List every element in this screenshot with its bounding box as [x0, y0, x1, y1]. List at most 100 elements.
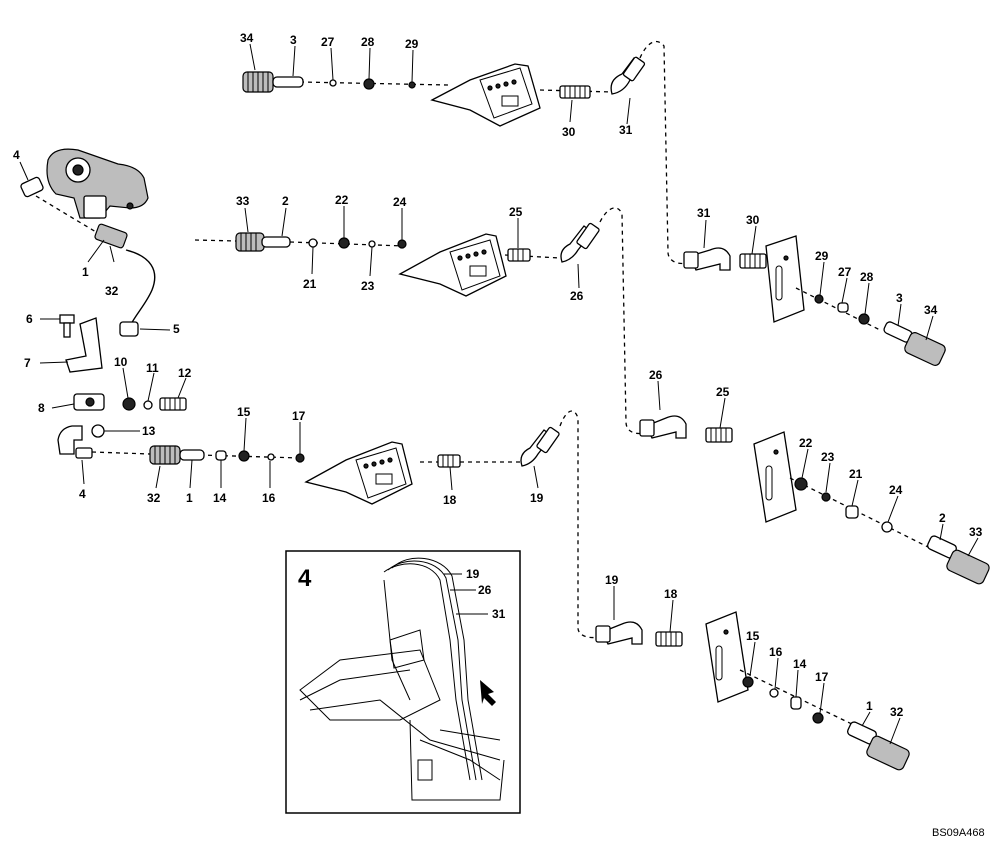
inset-label-26: 26	[478, 583, 492, 597]
pin-2	[261, 236, 291, 248]
elbow-fitting-4-bottom	[57, 425, 93, 459]
callout-3-right: 3	[896, 291, 903, 305]
assembly-right-lower	[595, 611, 910, 771]
nut-28-right	[858, 313, 870, 325]
callout-5: 5	[173, 322, 180, 336]
nut-29-right	[814, 294, 824, 304]
callout-3: 3	[290, 33, 297, 47]
callout-23: 23	[361, 279, 375, 293]
drawing-id: BS09A468	[932, 827, 985, 839]
nut-15-right	[742, 676, 754, 688]
inset-view-number: 4	[298, 565, 312, 592]
callout-2: 2	[282, 194, 289, 208]
nut-22-right	[794, 477, 808, 491]
callout-27: 27	[321, 35, 335, 49]
control-valve-body	[46, 148, 149, 219]
spring-32	[149, 445, 181, 465]
fitting-30	[559, 85, 591, 99]
callout-21-right: 21	[849, 467, 863, 481]
mounting-plate-lower	[705, 611, 749, 703]
callout-34-right: 34	[924, 303, 938, 317]
inset-label-19: 19	[466, 567, 480, 581]
nut-24	[397, 239, 407, 249]
callout-1-left: 1	[82, 265, 89, 279]
callout-24: 24	[393, 195, 407, 209]
fitting-30-right	[739, 253, 767, 269]
callout-28: 28	[361, 35, 375, 49]
tee-fitting-8	[73, 393, 105, 411]
spring-32-right	[866, 735, 910, 771]
callout-25: 25	[509, 205, 523, 219]
pin-3	[272, 76, 304, 88]
callout-15-right: 15	[746, 629, 760, 643]
callout-29-right: 29	[815, 249, 829, 263]
nut-16-right	[769, 688, 779, 698]
washer-21-right	[845, 505, 859, 519]
assembly-row-middle	[194, 207, 649, 435]
callout-14-right: 14	[793, 657, 807, 671]
hose-end-19-right	[595, 621, 643, 645]
mounting-plate-middle	[753, 431, 797, 523]
callout-7: 7	[24, 356, 31, 370]
callout-6: 6	[26, 312, 33, 326]
fitting-12	[159, 397, 187, 411]
callout-32-left: 32	[105, 284, 119, 298]
callout-14: 14	[213, 491, 227, 505]
nut-23-right	[821, 492, 831, 502]
assembly-right-middle	[639, 415, 990, 585]
callout-4-bottom: 4	[79, 487, 86, 501]
callout-2-right: 2	[939, 511, 946, 525]
callout-17: 17	[292, 409, 306, 423]
callout-13: 13	[142, 424, 156, 438]
callout-10: 10	[114, 355, 128, 369]
callout-15: 15	[237, 405, 251, 419]
left-valve-cluster	[20, 148, 187, 459]
nut-29	[408, 81, 416, 89]
assembly-right-upper	[683, 235, 946, 366]
callout-21: 21	[303, 277, 317, 291]
nut-22	[338, 237, 350, 249]
mounting-plate-upper	[765, 235, 805, 323]
nut-17-right	[812, 712, 824, 724]
callout-1-right: 1	[866, 699, 873, 713]
callout-19-right: 19	[605, 573, 619, 587]
leader-lines	[19, 43, 979, 745]
pin-1	[179, 449, 205, 461]
callout-26: 26	[570, 289, 584, 303]
assembly-row-lower	[91, 410, 603, 639]
nut-24-right	[881, 521, 893, 533]
control-console	[430, 63, 541, 127]
callout-22: 22	[335, 193, 349, 207]
spring-32-left	[94, 223, 128, 249]
inset-label-31: 31	[492, 607, 506, 621]
bushing-14	[215, 450, 227, 461]
nut-16	[267, 453, 275, 461]
washer-27	[329, 79, 337, 87]
cab-frame-sketch	[299, 557, 505, 801]
callout-18: 18	[443, 493, 457, 507]
spring-34	[242, 71, 274, 93]
callout-34: 34	[240, 31, 254, 45]
callout-8: 8	[38, 401, 45, 415]
callout-33-right: 33	[969, 525, 983, 539]
hose-end-31-right	[683, 247, 731, 271]
callout-numbers: 34 3 27 28 29 30 31 33 2 22 24 25 21 23 …	[13, 31, 983, 719]
callout-29: 29	[405, 37, 419, 51]
washer-21	[308, 238, 318, 248]
hose-end-26-right	[639, 415, 687, 439]
callout-17-right: 17	[815, 670, 829, 684]
assembly-row-top	[242, 41, 691, 265]
hose-end-31	[610, 56, 646, 95]
callout-32-right: 32	[890, 705, 904, 719]
bolt-6	[59, 314, 75, 338]
nut-28	[363, 78, 375, 90]
callout-11: 11	[146, 361, 159, 375]
hose-end-26	[560, 222, 600, 263]
nut-10	[122, 397, 136, 411]
callout-19: 19	[530, 491, 544, 505]
spring-33	[235, 232, 265, 252]
callout-31: 31	[619, 123, 633, 137]
inset-view-4: 4 19 26 31	[285, 550, 521, 814]
callout-30-right: 30	[746, 213, 760, 227]
